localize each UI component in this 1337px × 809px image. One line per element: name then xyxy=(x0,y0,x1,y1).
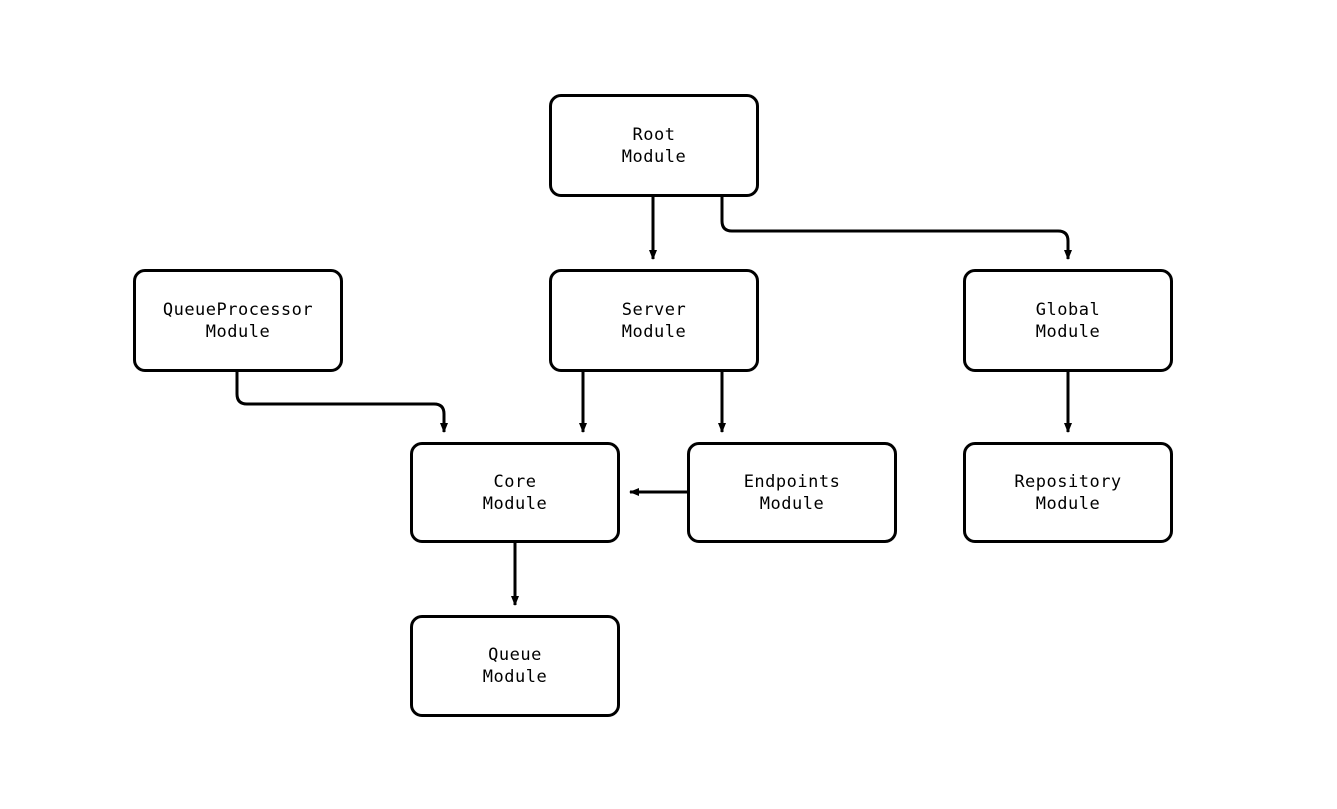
core-module-node[interactable]: Core Module xyxy=(410,442,620,543)
core-module-label-line1: Core xyxy=(493,471,537,492)
endpoints-module-label-line2: Module xyxy=(759,493,825,514)
server-module-label-line1: Server xyxy=(621,299,687,320)
queue-module-node[interactable]: Queue Module xyxy=(410,615,620,717)
repository-module-label-line1: Repository xyxy=(1014,471,1122,492)
repository-module-node[interactable]: Repository Module xyxy=(963,442,1173,543)
edge-root-to-global xyxy=(720,197,1072,260)
global-module-label-line2: Module xyxy=(1035,321,1101,342)
root-module-node[interactable]: Root Module xyxy=(549,94,759,197)
global-module-label-line1: Global xyxy=(1035,299,1101,320)
core-module-label-line2: Module xyxy=(482,493,548,514)
queueprocessor-module-label-line2: Module xyxy=(205,321,271,342)
server-module-node[interactable]: Server Module xyxy=(549,269,759,372)
queueprocessor-module-label-line1: QueueProcessor xyxy=(162,299,314,320)
repository-module-label-line2: Module xyxy=(1035,493,1101,514)
server-module-label-line2: Module xyxy=(621,321,687,342)
queue-module-label-line1: Queue xyxy=(488,645,542,665)
queue-module-label-line2: Module xyxy=(482,667,548,687)
queueprocessor-module-node[interactable]: QueueProcessor Module xyxy=(133,269,343,372)
global-module-node[interactable]: Global Module xyxy=(963,269,1173,372)
root-module-label-line1: Root xyxy=(632,124,676,145)
edge-queueprocessor-to-core xyxy=(235,372,448,433)
endpoints-module-label-line1: Endpoints xyxy=(743,471,841,492)
root-module-label-line2: Module xyxy=(621,146,687,167)
endpoints-module-node[interactable]: Endpoints Module xyxy=(687,442,897,543)
